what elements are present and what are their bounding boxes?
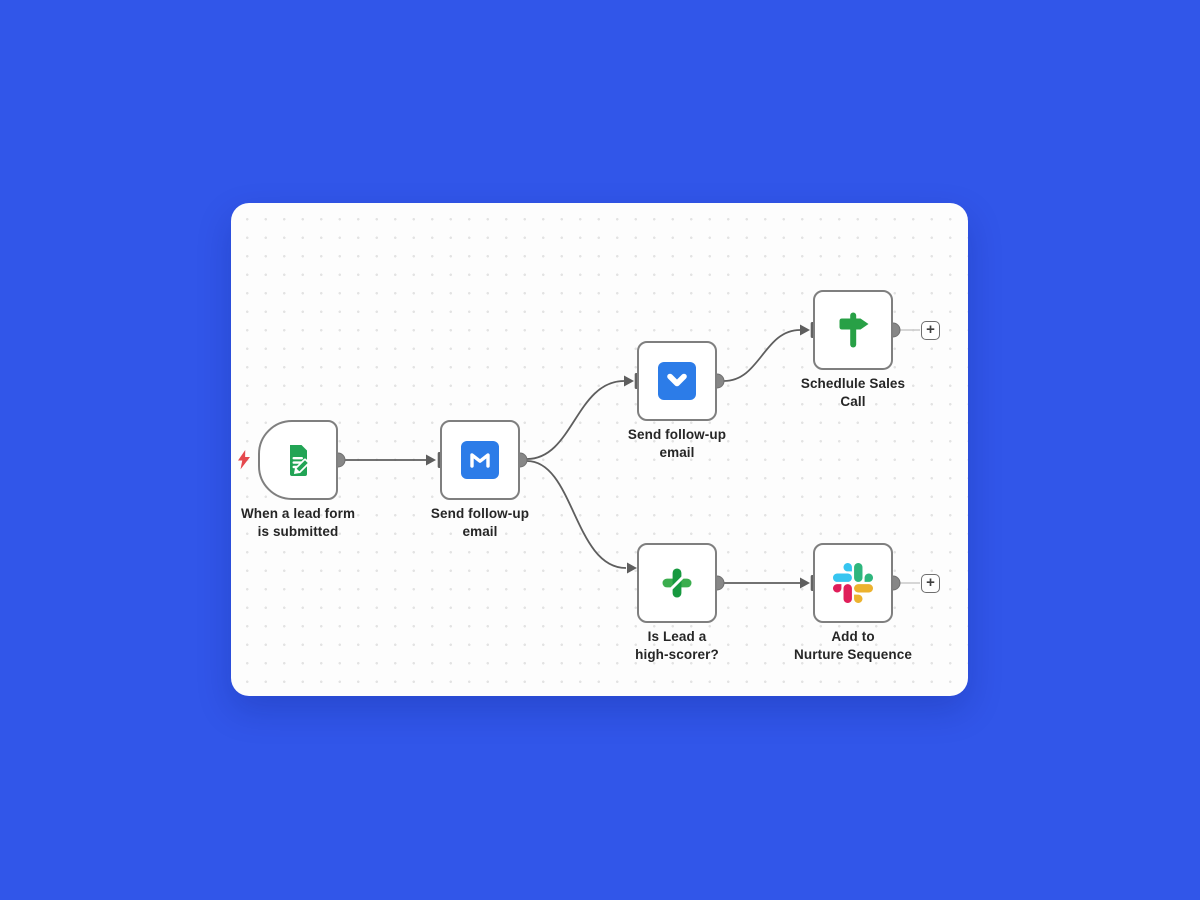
node-label-add-to-nurture-sequence: Add to Nurture Sequence: [794, 629, 912, 662]
add-node-button-schedule[interactable]: +: [921, 320, 940, 340]
slack-icon: [833, 563, 873, 603]
node-schedule-sales-call[interactable]: [813, 290, 893, 370]
gmail-icon: [460, 440, 500, 480]
node-label-lead-form-trigger: When a lead form is submitted: [240, 506, 356, 539]
node-label-send-followup-email-1: Send follow-up email: [430, 506, 530, 539]
lead-form-icon: [276, 438, 320, 482]
mail-chevron-icon: [657, 361, 697, 401]
node-send-followup-email-1[interactable]: [440, 420, 520, 500]
add-node-button-slack[interactable]: +: [921, 573, 940, 593]
node-label-is-lead-high-scorer: Is Lead a high-scorer?: [635, 629, 719, 662]
split-plus-icon: [655, 561, 699, 605]
node-lead-form-trigger[interactable]: [258, 420, 338, 500]
trigger-bolt-icon: [236, 450, 252, 470]
node-label-send-followup-email-2: Send follow-up email: [627, 427, 727, 460]
plus-icon: +: [926, 574, 935, 591]
plus-icon: +: [926, 321, 935, 338]
node-add-to-nurture-sequence[interactable]: [813, 543, 893, 623]
signpost-icon: [830, 307, 876, 353]
node-send-followup-email-2[interactable]: [637, 341, 717, 421]
node-is-lead-high-scorer[interactable]: [637, 543, 717, 623]
node-label-schedule-sales-call: Schedlule Sales Call: [800, 376, 906, 409]
